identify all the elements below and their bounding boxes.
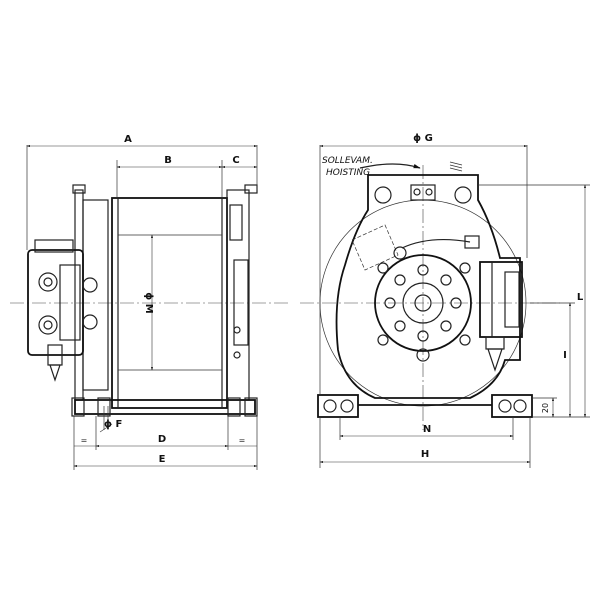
dim-label-H: H bbox=[421, 449, 429, 460]
dim-label-eq-left: = bbox=[81, 436, 88, 445]
dim-label-I: I bbox=[563, 350, 567, 361]
rotation-label-hoisting: HOISTING bbox=[326, 168, 370, 178]
dim-label-L: L bbox=[577, 292, 584, 303]
dim-label-20: 20 bbox=[541, 403, 550, 413]
rotation-label-sollevam: SOLLEVAM. bbox=[322, 156, 373, 166]
dim-label-C: C bbox=[232, 155, 239, 166]
side-view: A B C D E ϕ F ϕ M = = bbox=[10, 134, 290, 470]
dim-label-D: D bbox=[158, 434, 166, 445]
dim-label-G: ϕ G bbox=[413, 133, 433, 144]
dim-label-M: ϕ M bbox=[143, 292, 154, 313]
dim-label-E: E bbox=[159, 454, 166, 465]
dim-label-F: ϕ F bbox=[104, 419, 122, 430]
front-view: ϕ G N H L I 20 SOLLEVAM. HOISTING bbox=[300, 133, 590, 468]
dim-label-N: N bbox=[423, 424, 431, 435]
dim-label-eq-right: = bbox=[239, 436, 246, 445]
dim-label-B: B bbox=[164, 155, 172, 166]
dim-label-A: A bbox=[124, 134, 132, 145]
